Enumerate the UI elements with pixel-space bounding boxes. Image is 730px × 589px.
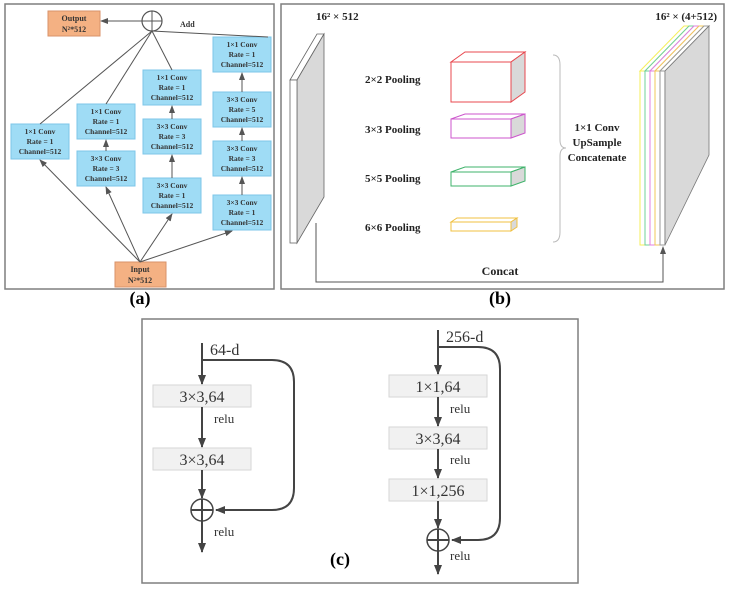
pooling-box-front bbox=[450, 221, 512, 232]
input-dim-label: 64-d bbox=[210, 342, 239, 359]
relu-label: relu bbox=[450, 452, 471, 467]
panel-c-label: (c) bbox=[330, 549, 350, 570]
conv-box bbox=[212, 140, 272, 177]
conv-type: 3×3 Conv bbox=[227, 95, 258, 104]
pooling-label: 2×2 Pooling bbox=[365, 74, 421, 86]
conv-type: 1×1 Conv bbox=[227, 40, 258, 49]
output-map-layer bbox=[644, 70, 651, 246]
branch-to-add bbox=[39, 30, 153, 125]
panel-b-label: (b) bbox=[489, 288, 511, 309]
skip-connection-arrow bbox=[202, 359, 295, 514]
input-arrow bbox=[39, 159, 141, 263]
conv-rate: Rate = 1 bbox=[93, 117, 120, 126]
conv-rate: Rate = 1 bbox=[229, 208, 256, 217]
conv-rate: Rate = 5 bbox=[229, 105, 256, 114]
panel-c-frame bbox=[141, 318, 579, 584]
conv-box bbox=[142, 118, 202, 155]
conv-channel: Channel=512 bbox=[151, 93, 194, 102]
conv-box bbox=[10, 123, 70, 160]
conv-type: 3×3 Conv bbox=[157, 122, 188, 131]
output-map-layer bbox=[654, 70, 661, 246]
conv-channel: Channel=512 bbox=[151, 142, 194, 151]
conv-box bbox=[142, 177, 202, 214]
conv-box bbox=[142, 69, 202, 106]
conv-channel: Channel=512 bbox=[221, 218, 264, 227]
panel-a-frame bbox=[4, 3, 275, 290]
conv-rate: Rate = 3 bbox=[229, 154, 256, 163]
conv-type: 3×3 Conv bbox=[157, 181, 188, 190]
pooling-label: 6×6 Pooling bbox=[365, 222, 421, 234]
output-dim: N²*512 bbox=[62, 25, 86, 34]
pooling-label: 3×3 Pooling bbox=[365, 124, 421, 136]
pooling-box-front bbox=[450, 118, 512, 139]
pooling-box-front bbox=[450, 171, 512, 187]
output-map-layer bbox=[639, 70, 646, 246]
conv-channel: Channel=512 bbox=[85, 174, 128, 183]
conv-rate: Rate = 3 bbox=[93, 164, 120, 173]
input-dim: N²*512 bbox=[128, 276, 152, 285]
conv-rate: Rate = 3 bbox=[159, 132, 186, 141]
panel-b-frame bbox=[280, 3, 725, 290]
branch-to-add bbox=[151, 30, 173, 71]
skip-connection-arrow bbox=[438, 346, 501, 544]
conv-channel: Channel=512 bbox=[151, 201, 194, 210]
brace bbox=[552, 54, 567, 243]
add-label: Add bbox=[180, 20, 195, 29]
input-arrow bbox=[139, 213, 173, 263]
conv-channel: Channel=512 bbox=[221, 164, 264, 173]
conv-channel: Channel=512 bbox=[85, 127, 128, 136]
input-label: Input bbox=[130, 265, 149, 274]
op-label: 1×1 Conv bbox=[574, 122, 620, 134]
concat-arrow bbox=[315, 223, 666, 283]
conv-type: 3×3 Conv bbox=[227, 144, 258, 153]
output-label: Output bbox=[62, 14, 87, 23]
relu-label: relu bbox=[214, 411, 235, 426]
input-map-front bbox=[289, 79, 298, 244]
layer-label: 1×1,256 bbox=[411, 483, 464, 500]
panel-b: 16² × 512 16² × (4+512) 2×2 Pooling 3×3 Poo… bbox=[289, 11, 717, 283]
op-label: Concatenate bbox=[568, 152, 627, 164]
relu-label: relu bbox=[450, 401, 471, 416]
conv-type: 3×3 Conv bbox=[91, 154, 122, 163]
conv-rate: Rate = 1 bbox=[159, 191, 186, 200]
panel-c: 64-d 3×3,64 3×3,64 relu relu 256-d 1×1,64 3×3,6… bbox=[152, 329, 501, 575]
layer-label: 3×3,64 bbox=[179, 452, 224, 469]
conv-type: 1×1 Conv bbox=[91, 107, 122, 116]
input-dim-label: 16² × 512 bbox=[316, 11, 359, 23]
output-box bbox=[47, 10, 101, 37]
input-arrow bbox=[139, 230, 233, 263]
input-dim-label: 256-d bbox=[446, 329, 483, 346]
conv-channel: Channel=512 bbox=[19, 147, 62, 156]
pooling-box-top bbox=[449, 217, 519, 223]
conv-box bbox=[212, 194, 272, 231]
conv-type: 1×1 Conv bbox=[157, 73, 188, 82]
pooling-label: 5×5 Pooling bbox=[365, 173, 421, 185]
input-arrow bbox=[105, 186, 141, 263]
relu-label: relu bbox=[450, 548, 471, 563]
conv-type: 3×3 Conv bbox=[227, 198, 258, 207]
conv-channel: Channel=512 bbox=[221, 115, 264, 124]
layer-label: 3×3,64 bbox=[415, 431, 460, 448]
conv-rate: Rate = 1 bbox=[229, 50, 256, 59]
output-map-layer bbox=[649, 70, 656, 246]
branch-to-add bbox=[151, 30, 269, 38]
input-box bbox=[114, 261, 167, 288]
pooling-box-front bbox=[450, 61, 512, 103]
conv-channel: Channel=512 bbox=[221, 60, 264, 69]
panel-a-label: (a) bbox=[130, 288, 151, 309]
op-label: UpSample bbox=[573, 137, 622, 149]
layer-label: 3×3,64 bbox=[179, 389, 224, 406]
relu-label: relu bbox=[214, 524, 235, 539]
concat-label: Concat bbox=[482, 264, 519, 278]
output-dim-label: 16² × (4+512) bbox=[655, 11, 717, 23]
branch-to-add bbox=[105, 30, 153, 105]
layer-label: 1×1,64 bbox=[415, 379, 460, 396]
output-map-side bbox=[664, 25, 710, 246]
conv-rate: Rate = 1 bbox=[27, 137, 54, 146]
conv-rate: Rate = 1 bbox=[159, 83, 186, 92]
conv-type: 1×1 Conv bbox=[25, 127, 56, 136]
output-map-layer bbox=[659, 70, 666, 246]
